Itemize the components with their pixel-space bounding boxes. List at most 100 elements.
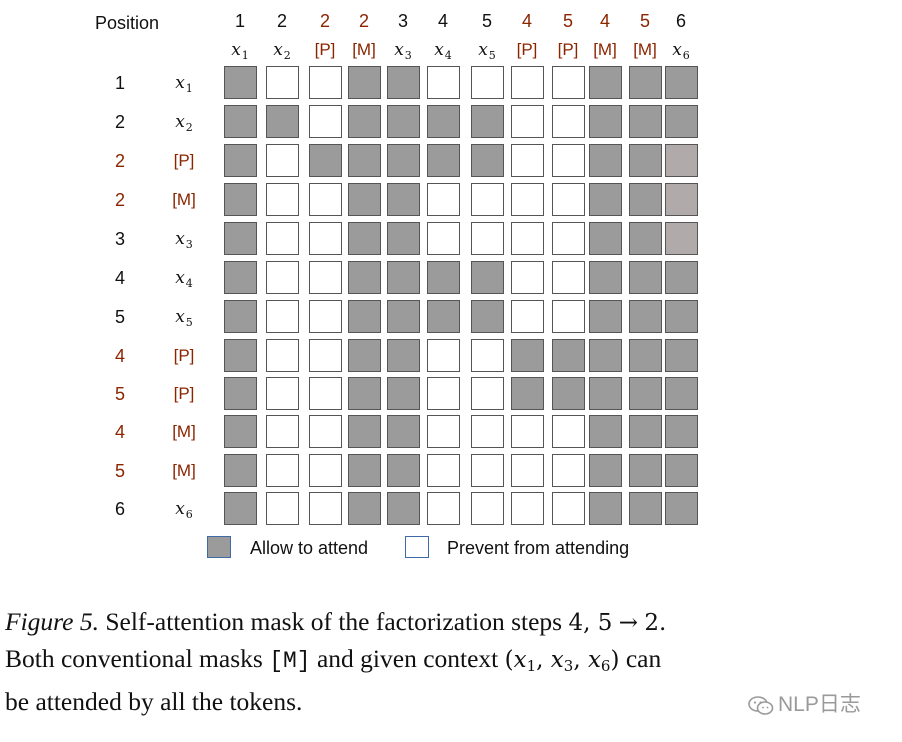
row-token-6: x4: [175, 268, 193, 290]
allow-cell-r12-c11: [628, 491, 662, 525]
prevent-cell-r5-c6: [426, 221, 460, 255]
prevent-cell-r7-c8: [510, 299, 544, 333]
prevent-cell-r4-c2: [265, 182, 299, 216]
allow-cell-r4-c10: [588, 182, 622, 216]
prevent-cell-r10-c3: [308, 414, 342, 448]
prevent-cell-r3-c2: [265, 143, 299, 177]
column-token-5: x3: [394, 40, 412, 62]
allow-cell-r6-c12: [664, 260, 698, 294]
caption-text-2: Both conventional masks: [5, 644, 263, 673]
allow-cell-r2-c2: [265, 104, 299, 138]
prevent-cell-r4-c3: [308, 182, 342, 216]
prevent-cell-r1-c2: [265, 65, 299, 99]
allow-cell-r6-c4: [347, 260, 381, 294]
row-token-7: x5: [175, 307, 193, 329]
row-position-10: 4: [114, 422, 125, 442]
prevent-cell-r1-c3: [308, 65, 342, 99]
allow-cell-r5-c1: [223, 221, 257, 255]
row-token-12: x6: [175, 499, 193, 521]
prevent-cell-r8-c3: [308, 338, 342, 372]
allow-cell-r2-c1: [223, 104, 257, 138]
prevent-cell-r8-c6: [426, 338, 460, 372]
row-token-5: x3: [175, 229, 193, 251]
prevent-cell-r1-c6: [426, 65, 460, 99]
allow-cell-r8-c1: [223, 338, 257, 372]
allow-cell-r3-c7: [470, 143, 504, 177]
watermark-text: NLP日志: [778, 693, 861, 716]
allow-cell-r6-c7: [470, 260, 504, 294]
allow-cell-r5-c4: [347, 221, 381, 255]
column-position-6: 4: [437, 11, 448, 31]
caption-steps: 4, 5: [568, 610, 613, 636]
caption-target: 2.: [644, 610, 667, 636]
column-token-4: [M]: [352, 40, 376, 59]
allow-cell-r10-c1: [223, 414, 257, 448]
row-token-4: [M]: [172, 190, 196, 209]
row-token-1: x1: [175, 73, 193, 95]
prevent-cell-r12-c2: [265, 491, 299, 525]
allow-cell-r1-c12: [664, 65, 698, 99]
allow-cell-r8-c4: [347, 338, 381, 372]
watermark: NLP日志: [748, 688, 861, 718]
prevent-cell-r5-c3: [308, 221, 342, 255]
column-token-1: x1: [231, 40, 249, 62]
wechat-icon: [748, 696, 774, 715]
allow-cell-r10-c5: [386, 414, 420, 448]
allow-cell-r1-c5: [386, 65, 420, 99]
prevent-cell-r4-c8: [510, 182, 544, 216]
allow-cell-r10-c4: [347, 414, 381, 448]
allow-cell-r7-c11: [628, 299, 662, 333]
prevent-cell-r6-c9: [551, 260, 585, 294]
legend-allow-swatch: [207, 536, 231, 558]
prevent-cell-r1-c8: [510, 65, 544, 99]
column-position-3: 2: [319, 11, 330, 31]
allow-cell-r6-c10: [588, 260, 622, 294]
allow-cell-r1-c10: [588, 65, 622, 99]
allow-cell-r1-c1: [223, 65, 257, 99]
allow-cell-r12-c12: [664, 491, 698, 525]
prevent-cell-r10-c7: [470, 414, 504, 448]
prevent-cell-r12-c9: [551, 491, 585, 525]
allow-cell-r1-c4: [347, 65, 381, 99]
allow-cell-r9-c12: [664, 376, 698, 410]
allow-cell-r8-c5: [386, 338, 420, 372]
column-position-12: 6: [675, 11, 686, 31]
allow-cell-r3-c10: [588, 143, 622, 177]
position-header: Position: [95, 13, 160, 33]
column-position-7: 5: [481, 11, 492, 31]
column-token-10: [M]: [593, 40, 617, 59]
prevent-cell-r11-c7: [470, 453, 504, 487]
allow-cell-r5-c12: [664, 221, 698, 255]
allow-cell-r10-c11: [628, 414, 662, 448]
prevent-cell-r9-c2: [265, 376, 299, 410]
allow-cell-r2-c12: [664, 104, 698, 138]
prevent-cell-r2-c8: [510, 104, 544, 138]
caption-context-tuple: (x1, x3, x6): [504, 647, 620, 675]
prevent-cell-r9-c3: [308, 376, 342, 410]
row-position-11: 5: [114, 461, 125, 481]
prevent-cell-r2-c3: [308, 104, 342, 138]
allow-cell-r12-c4: [347, 491, 381, 525]
legend-allow-label: Allow to attend: [250, 538, 369, 558]
prevent-cell-r4-c6: [426, 182, 460, 216]
row-token-8: [P]: [173, 346, 195, 365]
allow-cell-r4-c12: [664, 182, 698, 216]
legend-prevent-swatch: [405, 536, 429, 558]
prevent-cell-r10-c2: [265, 414, 299, 448]
allow-cell-r7-c1: [223, 299, 257, 333]
prevent-cell-r7-c2: [265, 299, 299, 333]
column-position-9: 5: [562, 11, 573, 31]
allow-cell-r11-c1: [223, 453, 257, 487]
column-position-5: 3: [397, 11, 408, 31]
allow-cell-r8-c11: [628, 338, 662, 372]
column-token-12: x6: [672, 40, 690, 62]
column-position-10: 4: [599, 11, 610, 31]
allow-cell-r7-c6: [426, 299, 460, 333]
row-position-3: 2: [114, 151, 125, 171]
allow-cell-r7-c12: [664, 299, 698, 333]
allow-cell-r11-c12: [664, 453, 698, 487]
allow-cell-r12-c1: [223, 491, 257, 525]
allow-cell-r2-c11: [628, 104, 662, 138]
allow-cell-r2-c6: [426, 104, 460, 138]
prevent-cell-r3-c8: [510, 143, 544, 177]
